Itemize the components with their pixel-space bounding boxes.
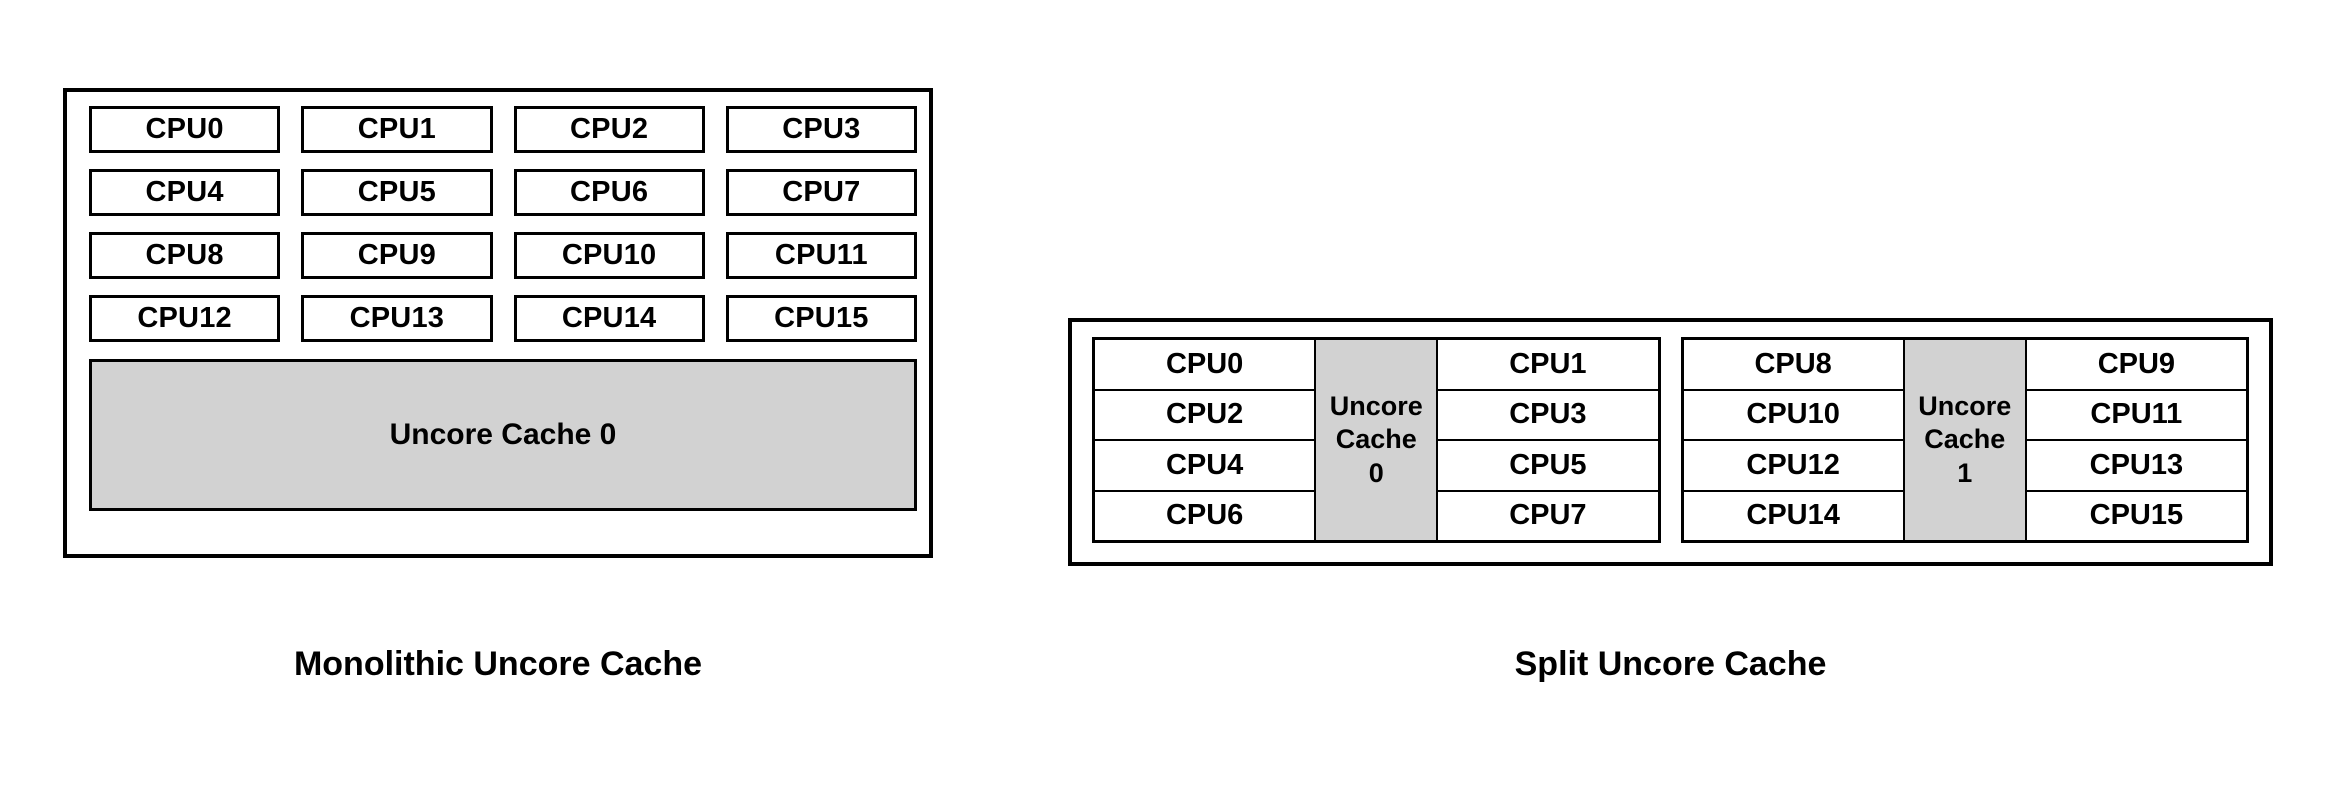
uncore-cache-label-line1: Uncore: [1918, 390, 2012, 421]
split-cache-group: CPU8 CPU10 CPU12 CPU14 Uncore Cache 1 CP…: [1680, 337, 2249, 543]
cpu-cell: CPU0: [1095, 340, 1315, 391]
split-cpu-column-right: CPU9 CPU11 CPU13 CPU15: [2026, 340, 2246, 540]
cpu-cell: CPU2: [1095, 390, 1315, 441]
uncore-cache-label-line2: Cache: [1924, 424, 2006, 455]
cpu-cell: CPU6: [1095, 491, 1315, 540]
cpu-box: CPU13: [301, 295, 493, 342]
cpu-box: CPU0: [89, 106, 281, 153]
cpu-cell: CPU4: [1095, 441, 1315, 492]
cpu-cell: CPU14: [1683, 491, 1903, 540]
cpu-box: CPU8: [89, 232, 281, 279]
cpu-box: CPU3: [725, 106, 917, 153]
monolithic-panel-inner: CPU0 CPU1 CPU2 CPU3 CPU4 CPU5 CPU6 CPU7 …: [89, 106, 917, 542]
cpu-box: CPU1: [301, 106, 493, 153]
uncore-cache-block: Uncore Cache 0: [1314, 340, 1439, 540]
uncore-cache-block: Uncore Cache 1: [1902, 340, 2027, 540]
cpu-cell: CPU9: [2026, 340, 2246, 391]
cpu-box: CPU9: [301, 232, 493, 279]
split-panel-inner: CPU0 CPU2 CPU4 CPU6 Uncore Cache 0 CPU1 …: [1092, 337, 2249, 543]
split-cache-group: CPU0 CPU2 CPU4 CPU6 Uncore Cache 0 CPU1 …: [1092, 337, 1661, 543]
monolithic-cpu-grid: CPU0 CPU1 CPU2 CPU3 CPU4 CPU5 CPU6 CPU7 …: [89, 106, 917, 342]
cpu-cell: CPU1: [1438, 340, 1658, 391]
cpu-cell: CPU3: [1438, 390, 1658, 441]
uncore-cache-block: Uncore Cache 0: [89, 359, 917, 511]
cpu-box: CPU15: [725, 295, 917, 342]
cpu-box: CPU6: [513, 169, 705, 216]
split-cpu-column-left: CPU8 CPU10 CPU12 CPU14: [1683, 340, 1903, 540]
cpu-box: CPU2: [513, 106, 705, 153]
cpu-cell: CPU7: [1438, 491, 1658, 540]
uncore-cache-label-line3: 1: [1957, 457, 1973, 488]
cpu-cell: CPU11: [2026, 390, 2246, 441]
monolithic-uncore-cache-panel: CPU0 CPU1 CPU2 CPU3 CPU4 CPU5 CPU6 CPU7 …: [63, 88, 933, 558]
cpu-box: CPU14: [513, 295, 705, 342]
cpu-box: CPU12: [89, 295, 281, 342]
cpu-box: CPU11: [725, 232, 917, 279]
uncore-cache-label-line3: 0: [1368, 457, 1384, 488]
cpu-cell: CPU10: [1683, 390, 1903, 441]
uncore-cache-label-line2: Cache: [1335, 424, 1417, 455]
split-uncore-cache-panel: CPU0 CPU2 CPU4 CPU6 Uncore Cache 0 CPU1 …: [1068, 318, 2273, 566]
cpu-cell: CPU15: [2026, 491, 2246, 540]
cpu-cell: CPU8: [1683, 340, 1903, 391]
cpu-box: CPU10: [513, 232, 705, 279]
uncore-cache-label-line1: Uncore: [1329, 390, 1423, 421]
cpu-cell: CPU5: [1438, 441, 1658, 492]
cpu-cell: CPU13: [2026, 441, 2246, 492]
cpu-box: CPU5: [301, 169, 493, 216]
cpu-cell: CPU12: [1683, 441, 1903, 492]
monolithic-caption: Monolithic Uncore Cache: [293, 645, 703, 683]
split-cpu-column-right: CPU1 CPU3 CPU5 CPU7: [1438, 340, 1658, 540]
cpu-box: CPU7: [725, 169, 917, 216]
split-cpu-column-left: CPU0 CPU2 CPU4 CPU6: [1095, 340, 1315, 540]
cpu-box: CPU4: [89, 169, 281, 216]
split-caption: Split Uncore Cache: [1514, 645, 1827, 683]
